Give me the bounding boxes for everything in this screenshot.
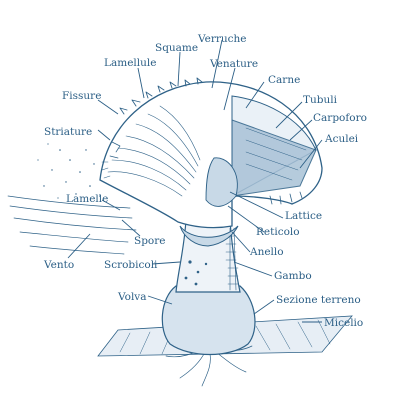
label-sezione-terreno: Sezione terreno xyxy=(276,294,361,306)
label-spore: Spore xyxy=(134,235,165,247)
label-fissure: Fissure xyxy=(62,90,101,102)
label-volva: Volva xyxy=(117,291,147,303)
leader-lines xyxy=(67,39,323,323)
label-lattice: Lattice xyxy=(285,210,322,222)
labels: Verruche Squame Lamellule Venature Carne… xyxy=(43,33,367,329)
spore-dust xyxy=(37,143,111,199)
label-squame: Squame xyxy=(155,42,198,54)
label-tubuli: Tubuli xyxy=(303,94,338,106)
cap xyxy=(99,77,323,229)
label-striature: Striature xyxy=(44,126,92,138)
ring xyxy=(179,225,239,247)
label-venature: Venature xyxy=(209,58,258,70)
label-reticolo: Reticolo xyxy=(256,226,300,238)
label-carne: Carne xyxy=(268,74,300,86)
label-carpoforo: Carpoforo xyxy=(313,112,367,124)
label-gambo: Gambo xyxy=(274,270,312,282)
label-verruche: Verruche xyxy=(197,33,247,45)
wind-lines xyxy=(7,195,137,255)
label-scrobicoli: Scrobicoli xyxy=(104,259,158,271)
label-vento: Vento xyxy=(43,259,74,271)
label-micelio: Micelio xyxy=(324,317,363,329)
label-lamellule: Lamellule xyxy=(104,57,156,69)
label-aculei: Aculei xyxy=(324,133,359,145)
label-anello: Anello xyxy=(249,246,284,258)
label-lamelle: Lamelle xyxy=(66,193,108,205)
volva xyxy=(161,285,256,356)
